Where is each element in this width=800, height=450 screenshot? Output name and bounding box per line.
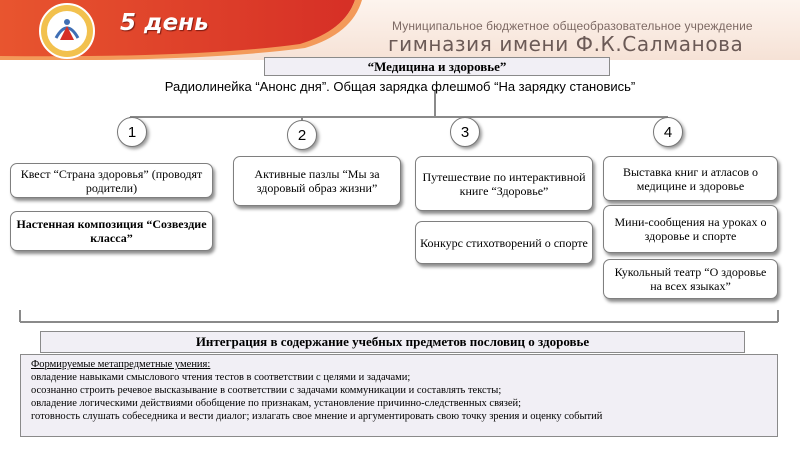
skills-heading: Формируемые метапредметные умения: (31, 359, 211, 370)
activity-puppet-theater: Кукольный театр “О здоровье на всех язык… (603, 259, 778, 299)
skills-panel: Формируемые метапредметные умения: овлад… (20, 354, 778, 437)
header-banner: 5 день Муниципальное бюджетное общеобраз… (0, 0, 800, 60)
activity-interactive-book: Путешествие по интерактивной книге “Здор… (415, 156, 593, 211)
column-4-number: 4 (653, 117, 683, 147)
skills-line: овладение навыками смыслового чтения тес… (31, 372, 411, 383)
activity-book-exhibition: Выставка книг и атласов о медицине и здо… (603, 156, 778, 201)
institution-type: Муниципальное бюджетное общеобразователь… (392, 19, 753, 33)
skills-line: готовность слушать собеседника и вести д… (31, 411, 603, 422)
skills-line: осознанно строить речевое высказывание в… (31, 385, 502, 396)
day-label: 5 день (120, 10, 209, 36)
activity-poetry-contest: Конкурс стихотворений о спорте (415, 221, 593, 264)
page-title: “Медицина и здоровье” (264, 57, 610, 76)
activity-mini-reports: Мини-сообщения на уроках о здоровье и сп… (603, 205, 778, 253)
activity-quest: Квест “Страна здоровья” (проводят родите… (10, 163, 213, 198)
school-logo-icon (39, 3, 95, 59)
column-1-number: 1 (117, 117, 147, 147)
skills-line: овладение логическими действиями обобщен… (31, 398, 522, 409)
activity-wall-composition: Настенная композиция “Созвездие класса” (10, 211, 213, 251)
institution-name: гимназия имени Ф.К.Салманова (388, 32, 744, 56)
subtitle: Радиолинейка “Анонс дня”. Общая зарядка … (164, 79, 636, 94)
activity-puzzles: Активные пазлы “Мы за здоровый образ жиз… (233, 156, 401, 206)
integration-banner: Интеграция в содержание учебных предмето… (40, 331, 745, 353)
column-3-number: 3 (450, 117, 480, 147)
column-2-number: 2 (287, 120, 317, 150)
